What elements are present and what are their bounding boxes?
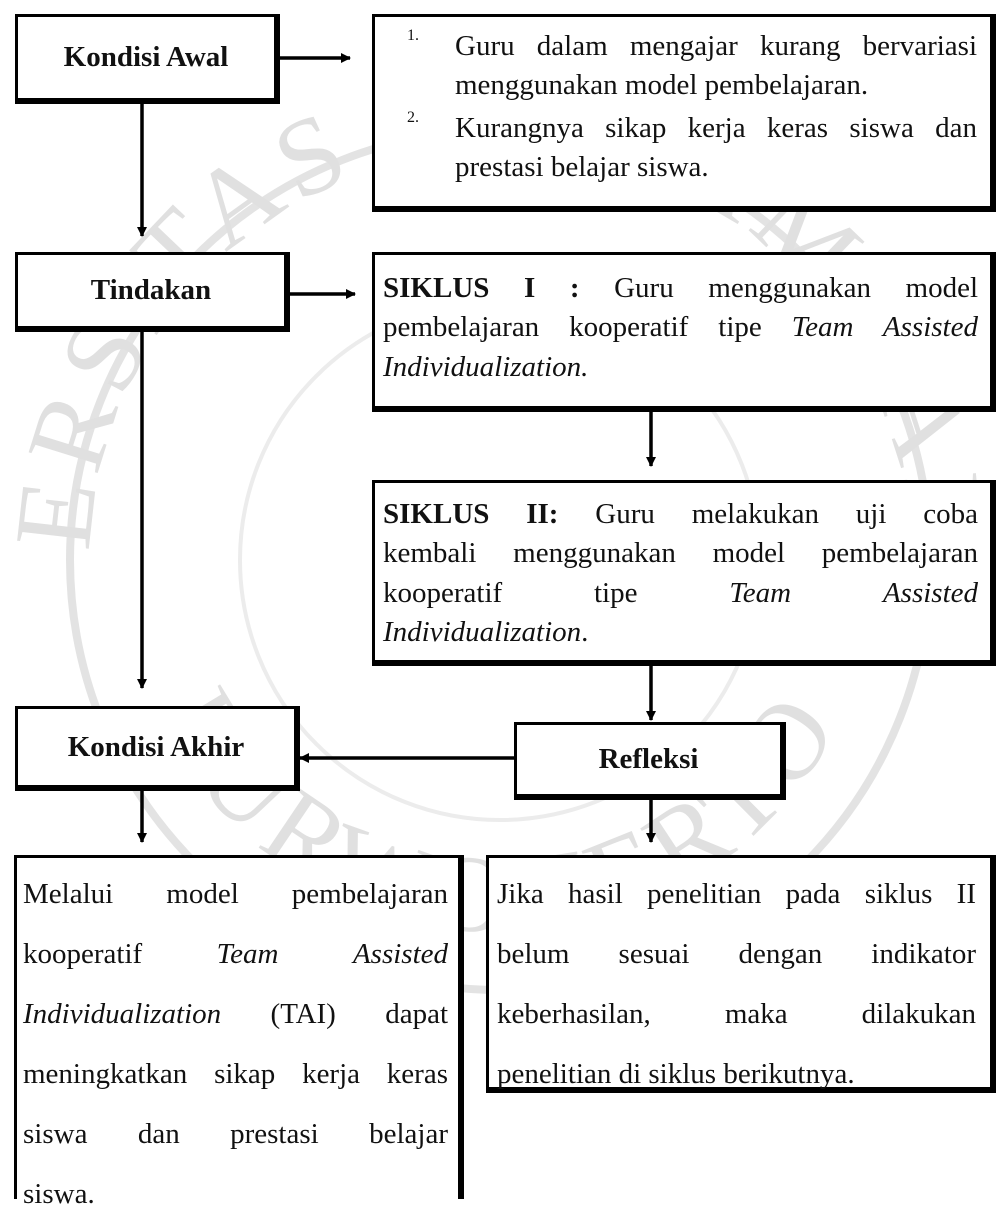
refleksi-line-3: keberhasilan, maka dilakukan <box>497 998 976 1030</box>
kondisi-awal-item-2: 2. Kurangnya sikap kerja keras siswa dan… <box>407 109 977 188</box>
siklus-1-line-1: SIKLUS I : Guru menggunakan model <box>383 272 979 304</box>
connector-arrows <box>137 53 656 843</box>
refleksi-line-1: Jika hasil penelitian pada siklus II <box>497 878 976 910</box>
refleksi-line-4: penelitian di siklus berikutnya. <box>497 1058 855 1090</box>
siklus-2-line-4: Individualization. <box>383 616 589 649</box>
siklus-1-line-3: Individualization. <box>383 350 589 383</box>
akhir-line-6: siswa. <box>23 1178 95 1210</box>
list-number: 1. <box>407 27 419 44</box>
siklus-2-line-2: kembali menggunakan model pembelajaran <box>383 537 978 570</box>
list-item-line: menggunakan model pembelajaran. <box>455 69 869 102</box>
kondisi-awal-item-1: 1. Guru dalam mengajar kurang bervariasi… <box>407 27 977 106</box>
akhir-line-3: Individualization (TAI) dapat <box>23 998 448 1030</box>
kondisi-akhir-label: Kondisi Akhir <box>67 730 245 763</box>
list-item-line: Guru dalam mengajar kurang bervariasi <box>455 30 977 62</box>
kondisi-akhir-details-box: Melalui model pembelajaran kooperatif Te… <box>14 855 464 1210</box>
refleksi-label: Refleksi <box>598 743 699 775</box>
kondisi-awal-node: Kondisi Awal <box>15 14 280 104</box>
akhir-line-5: siswa dan prestasi belajar <box>23 1118 448 1150</box>
tindakan-label: Tindakan <box>90 274 212 306</box>
siklus-2-box: SIKLUS II: Guru melakukan uji coba kemba… <box>372 480 996 666</box>
refleksi-details-box: Jika hasil penelitian pada siklus II bel… <box>486 855 996 1093</box>
kondisi-awal-label: Kondisi Awal <box>63 41 229 73</box>
akhir-line-1: Melalui model pembelajaran <box>23 878 448 910</box>
akhir-line-2: kooperatif Team Assisted <box>23 938 449 970</box>
list-number: 2. <box>407 109 419 126</box>
refleksi-node: Refleksi <box>514 722 786 800</box>
tindakan-node: Tindakan <box>15 252 290 332</box>
kondisi-akhir-node: Kondisi Akhir <box>15 706 300 791</box>
refleksi-line-2: belum sesuai dengan indikator <box>497 938 976 970</box>
kondisi-awal-details-box: 1. Guru dalam mengajar kurang bervariasi… <box>372 14 996 212</box>
siklus-1-box: SIKLUS I : Guru menggunakan model pembel… <box>372 252 996 412</box>
siklus-2-line-1: SIKLUS II: Guru melakukan uji coba <box>383 498 978 530</box>
list-item-line: Kurangnya sikap kerja keras siswa dan <box>455 112 977 144</box>
list-item-line: prestasi belajar siswa. <box>455 151 709 184</box>
akhir-line-4: meningkatkan sikap kerja keras <box>23 1058 448 1090</box>
siklus-2-line-3: kooperatif tipe Team Assisted <box>383 576 978 609</box>
siklus-1-line-2: pembelajaran kooperatif tipe Team Assist… <box>383 311 978 344</box>
